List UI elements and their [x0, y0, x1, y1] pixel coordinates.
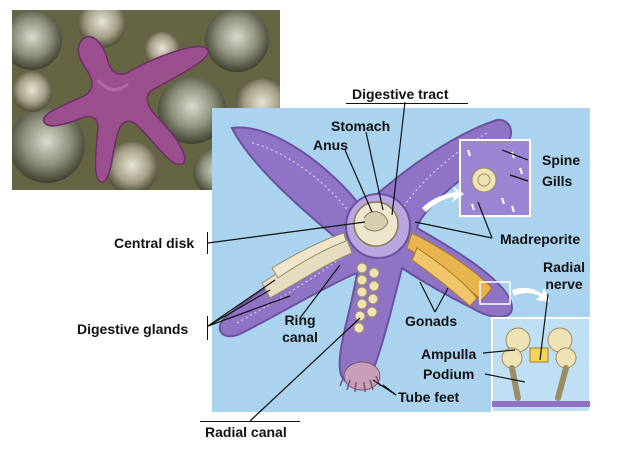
tube-feet-drawing — [339, 361, 381, 393]
label-anus: Anus — [313, 137, 348, 153]
dissection-panel — [212, 108, 590, 412]
label-central-disk: Central disk — [114, 235, 195, 251]
label-bracket-digestive-glands — [207, 316, 208, 340]
label-madreporite: Madreporite — [500, 231, 581, 247]
label-rule-radial-canal — [200, 421, 300, 422]
label-gonads: Gonads — [405, 313, 458, 329]
label-radial-nerve-line2: nerve — [545, 276, 583, 292]
live-sea-star-shape — [42, 35, 209, 183]
label-bracket-central-disk — [207, 232, 208, 254]
label-gills: Gills — [542, 173, 573, 189]
label-radial-canal: Radial canal — [205, 424, 287, 440]
inset-pointer-arrow — [422, 186, 464, 212]
label-ring-canal-line2: canal — [282, 329, 318, 345]
label-podium: Podium — [423, 366, 475, 382]
ampullae-row — [353, 262, 380, 334]
gonads-drawing — [406, 232, 493, 307]
label-tube-feet: Tube feet — [398, 389, 460, 405]
label-digestive-glands: Digestive glands — [77, 321, 189, 337]
label-stomach: Stomach — [331, 118, 391, 134]
label-digestive-tract: Digestive tract — [352, 86, 449, 102]
label-radial-nerve-line1: Radial — [542, 259, 585, 275]
ampulla-podium-inset — [491, 317, 590, 412]
label-rule-digestive-tract — [346, 103, 468, 104]
label-spine: Spine — [542, 152, 581, 168]
inset-pointer-arrow-2 — [512, 287, 550, 302]
label-ring-canal-line1: Ring — [284, 312, 316, 328]
label-ampulla: Ampulla — [421, 346, 477, 362]
digestive-glands-drawing — [261, 232, 353, 299]
central-disk-organs — [345, 193, 411, 259]
